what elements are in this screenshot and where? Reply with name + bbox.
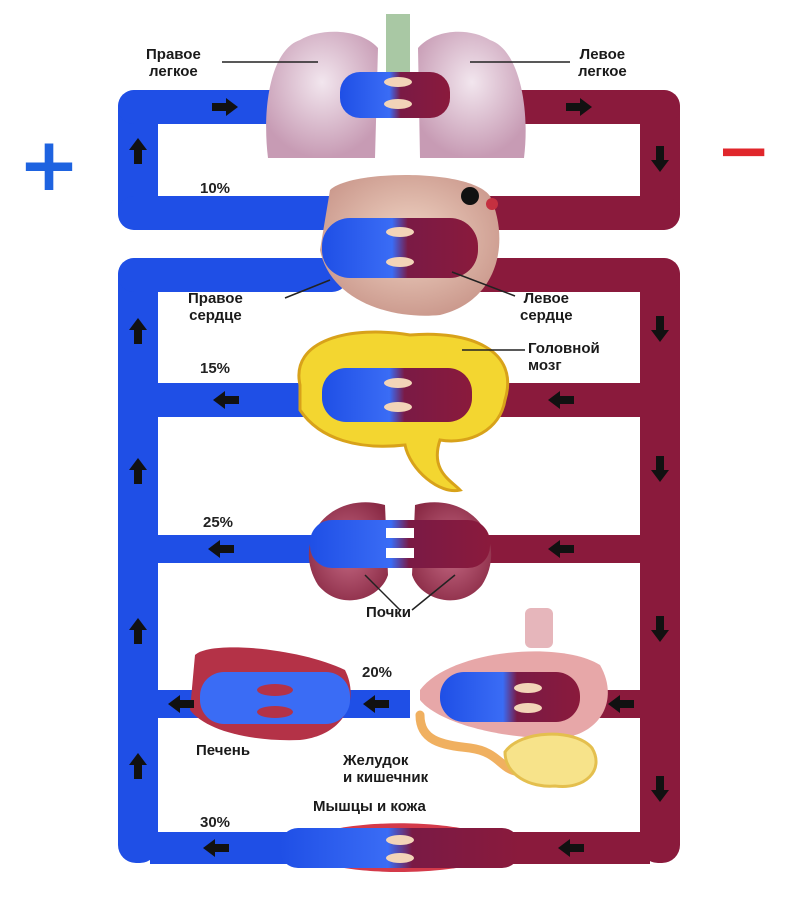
flow-arrow-down [651, 616, 669, 642]
flow-arrow-up [129, 138, 147, 164]
flow-arrow-down [651, 776, 669, 802]
flow-arrow-down [651, 456, 669, 482]
flow-arrow-left [548, 391, 574, 409]
kidneys [308, 502, 492, 601]
flow-arrow-down [651, 316, 669, 342]
flow-arrow-up [129, 753, 147, 779]
flow-arrows [129, 98, 669, 857]
plus-sign: + [18, 122, 81, 208]
percent-muscles: 30% [200, 814, 231, 831]
flow-arrow-right [566, 98, 592, 116]
heart [320, 174, 500, 316]
flow-arrow-left [168, 695, 194, 713]
percent-gut: 20% [362, 664, 393, 681]
flow-arrow-left [548, 540, 574, 558]
lungs [266, 14, 526, 158]
label-kidneys: Почки [366, 604, 412, 621]
label-muscles-skin: Мышцы и кожа [313, 798, 426, 815]
minus-sign: − [716, 112, 772, 189]
flow-arrow-up [129, 458, 147, 484]
flow-arrow-right [212, 98, 238, 116]
percent-kidneys: 25% [203, 514, 234, 531]
liver [190, 647, 351, 741]
muscles-skin [280, 823, 520, 872]
percent-brain: 15% [200, 360, 231, 377]
flow-arrow-left [208, 540, 234, 558]
leader-lines [222, 61, 570, 611]
flow-arrow-left [363, 695, 389, 713]
label-liver: Печень [196, 742, 251, 759]
percent-lungs: 10% [200, 180, 231, 197]
flow-arrow-down [651, 146, 669, 172]
flow-arrow-left [558, 839, 584, 857]
flow-arrow-left [608, 695, 634, 713]
flow-arrow-up [129, 318, 147, 344]
brain [297, 330, 510, 493]
flow-arrow-up [129, 618, 147, 644]
flow-arrow-left [213, 391, 239, 409]
stomach-intestine [415, 608, 608, 788]
flow-arrow-left [203, 839, 229, 857]
